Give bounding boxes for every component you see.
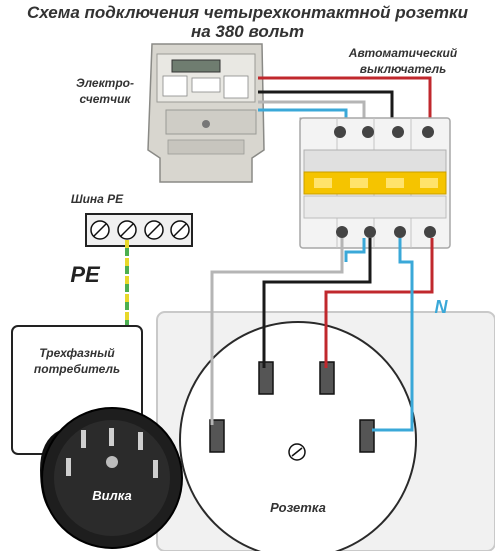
circuit-breaker: [299, 117, 451, 249]
diagram-title-line1: Схема подключения четырехконтактной розе…: [27, 3, 468, 22]
wire-black-out: [262, 238, 372, 368]
electric-meter: [147, 43, 265, 183]
meter-label-line1: Электро-: [75, 76, 134, 90]
socket-label: Розетка: [270, 500, 326, 515]
consumer-label-line1: Трехфазный: [39, 346, 115, 360]
socket-pin-left: [209, 419, 225, 453]
neutral-label: N: [434, 297, 448, 317]
diagram-title-line2: на 380 вольт: [190, 22, 305, 41]
breaker-label-line1: Автоматический: [348, 46, 458, 60]
socket-pin-right: [359, 419, 375, 453]
meter-label-line2: счетчик: [79, 92, 131, 106]
wire-red-out: [324, 238, 434, 368]
wire-red-in: [258, 76, 432, 130]
wire-gray-out: [210, 238, 344, 425]
plug: [40, 407, 183, 549]
socket-pin-top-left: [258, 361, 274, 395]
pe-bus: [85, 213, 193, 247]
breaker-label-line2: выключатель: [359, 62, 447, 76]
consumer-label-line2: потребитель: [33, 362, 121, 376]
socket-body: [179, 321, 417, 551]
wire-blue-pe-link: [344, 238, 366, 262]
pe-label: PE: [70, 262, 100, 287]
wire-blue-out: [372, 238, 414, 432]
plug-label: Вилка: [92, 488, 132, 503]
pe-bus-label: Шина PE: [70, 192, 124, 206]
